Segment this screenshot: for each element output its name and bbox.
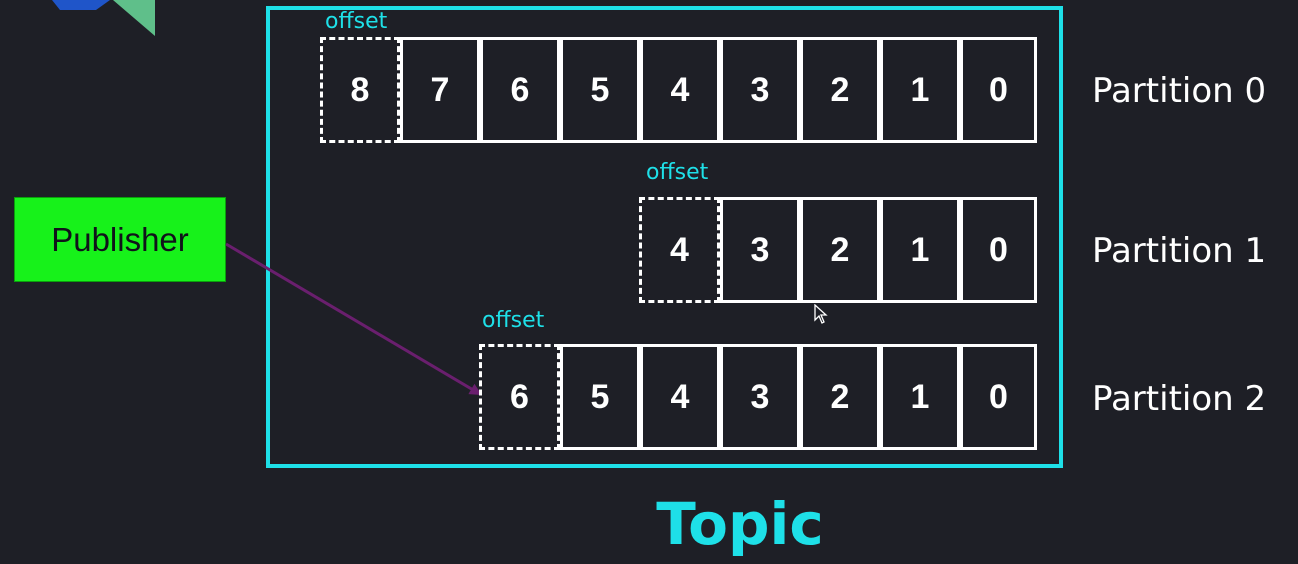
message-cell: 2 (800, 344, 880, 450)
message-cell: 2 (800, 197, 880, 303)
message-cell: 1 (880, 37, 960, 143)
message-cell: 3 (720, 197, 800, 303)
offset-label: offset (646, 160, 709, 185)
message-cell: 3 (720, 37, 800, 143)
message-cell: 5 (560, 344, 640, 450)
partition-label: Partition 2 (1092, 379, 1267, 419)
message-cell: 4 (640, 37, 720, 143)
message-cell: 0 (960, 197, 1037, 303)
message-cell: 1 (880, 197, 960, 303)
publisher-label: Publisher (51, 220, 189, 258)
next-offset-cell: 4 (639, 197, 720, 303)
mouse-cursor-icon (814, 304, 828, 324)
message-cell: 1 (880, 344, 960, 450)
offset-label: offset (325, 9, 388, 34)
message-cell: 5 (560, 37, 640, 143)
partition-label: Partition 0 (1092, 71, 1267, 111)
message-cell: 0 (960, 37, 1037, 143)
message-cell: 7 (400, 37, 480, 143)
message-cell: 2 (800, 37, 880, 143)
publisher-box: Publisher (14, 197, 226, 282)
message-cell: 0 (960, 344, 1037, 450)
offset-label: offset (482, 308, 545, 333)
logo-fragment-icon (52, 0, 155, 36)
next-offset-cell: 6 (479, 344, 560, 450)
message-cell: 4 (640, 344, 720, 450)
partition-label: Partition 1 (1092, 231, 1267, 271)
message-cell: 6 (480, 37, 560, 143)
next-offset-cell: 8 (320, 37, 400, 143)
topic-label: Topic (656, 490, 824, 558)
message-cell: 3 (720, 344, 800, 450)
topic-box (266, 6, 1063, 468)
